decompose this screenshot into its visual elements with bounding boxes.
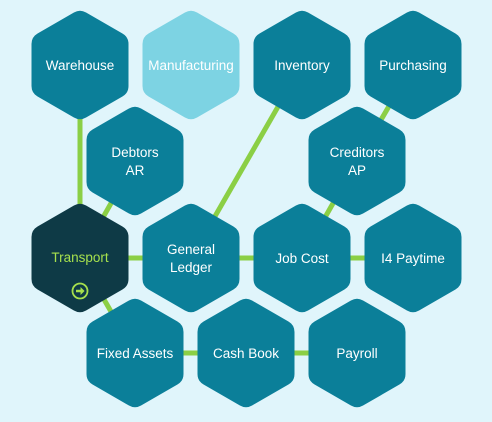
module-inventory-shape — [253, 10, 351, 120]
module-manufacturing-shape — [142, 10, 240, 120]
arrow-right-circle-icon — [71, 282, 89, 300]
module-payroll-shape — [308, 298, 406, 408]
module-cash-book-shape — [197, 298, 295, 408]
module-warehouse-shape — [31, 10, 129, 120]
module-transport-shape — [31, 203, 129, 313]
module-i4-paytime-shape — [364, 203, 462, 313]
module-purchasing-shape — [364, 10, 462, 120]
module-creditors-ap-shape — [308, 106, 406, 216]
module-general-ledger-shape — [142, 203, 240, 313]
module-job-cost-shape — [253, 203, 351, 313]
module-debtors-ar-shape — [86, 106, 184, 216]
module-fixed-assets-shape — [86, 298, 184, 408]
